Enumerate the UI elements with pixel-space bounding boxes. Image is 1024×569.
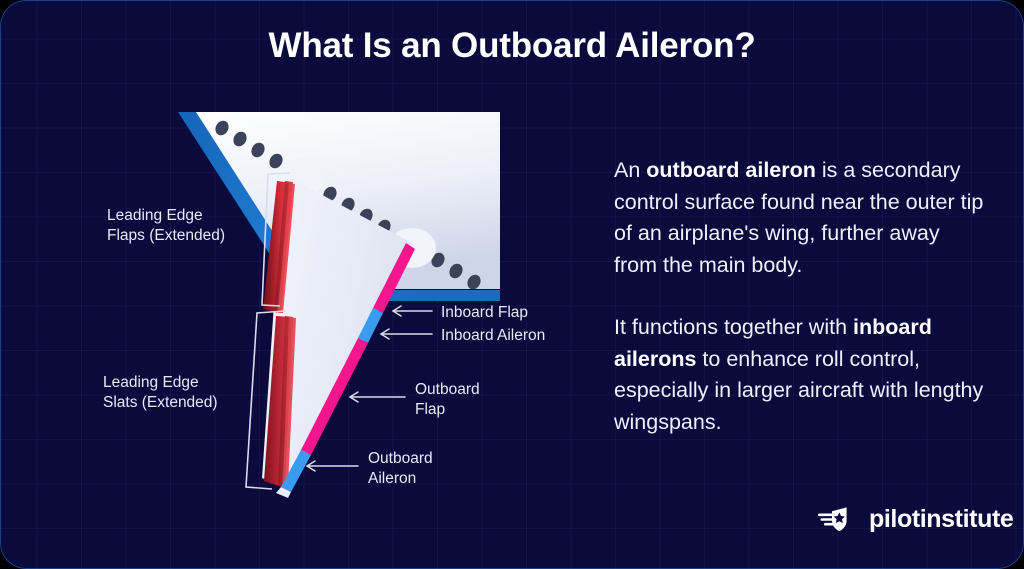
leading-edge-slats xyxy=(264,316,296,487)
logo-text: pilotinstitute xyxy=(869,504,1014,533)
aircraft-wing-diagram xyxy=(178,112,500,498)
outboard-flap-surface xyxy=(301,338,368,455)
paragraph-2-after: to enhance roll control, especially in l… xyxy=(614,346,984,434)
bracket-leading-edge-slats xyxy=(245,310,286,490)
callout-arrow-outboard-flap xyxy=(348,391,406,403)
wing-planform xyxy=(262,174,412,490)
winged-shield-star-icon xyxy=(818,507,847,532)
paragraph-1-bold: outboard aileron xyxy=(646,158,816,182)
callout-arrow-inboard-aileron xyxy=(379,328,433,340)
label-inboard-aileron: Inboard Aileron xyxy=(441,327,546,344)
leading-edge-flaps xyxy=(263,181,295,313)
bracket-leading-edge-flaps xyxy=(261,172,291,307)
label-outboard-aileron: Outboard Aileron xyxy=(368,450,433,487)
paragraph-2-bold: inboard ailerons xyxy=(614,315,932,371)
callout-arrow-inboard-flap xyxy=(391,305,433,317)
inboard-flap-surface xyxy=(373,243,415,313)
paragraph-1: An outboard aileron is a secondary contr… xyxy=(614,155,986,281)
label-leading-edge-slats: Leading Edge Slats (Extended) xyxy=(103,374,218,411)
label-leading-edge-flaps: Leading Edge Flaps (Extended) xyxy=(107,207,226,244)
label-inboard-flap: Inboard Flap xyxy=(441,304,529,321)
page-title: What Is an Outboard Aileron? xyxy=(268,26,756,65)
paragraph-1-before: An xyxy=(614,158,647,182)
paragraph-2: It functions together with inboard ailer… xyxy=(614,312,986,438)
brand-logo: pilotinstitute xyxy=(818,503,1024,535)
callout-arrow-outboard-aileron xyxy=(305,460,359,472)
paragraph-1-after: is a secondary control surface found nea… xyxy=(614,158,984,277)
label-outboard-flap: Outboard Flap xyxy=(415,381,480,418)
description-copy: An outboard aileron is a secondary contr… xyxy=(614,155,986,438)
outboard-aileron-surface xyxy=(281,450,311,492)
paragraph-2-before: It functions together with xyxy=(614,315,854,339)
inboard-aileron-surface xyxy=(358,308,383,343)
